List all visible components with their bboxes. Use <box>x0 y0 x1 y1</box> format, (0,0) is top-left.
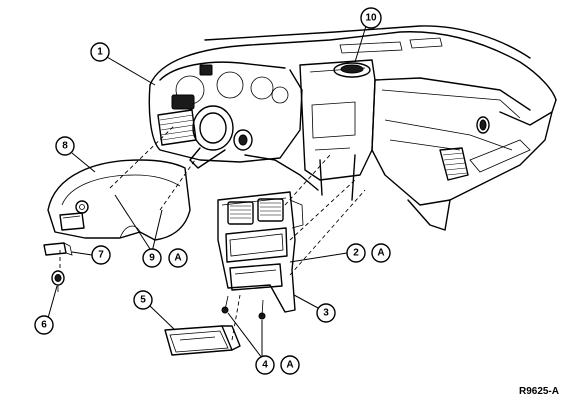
callout-10: 10 <box>360 7 382 29</box>
callout-4-ref-a: A <box>280 355 300 375</box>
svg-text:7: 7 <box>98 250 104 261</box>
svg-text:6: 6 <box>41 320 47 331</box>
center-finish-panel <box>217 191 304 320</box>
svg-text:1: 1 <box>97 47 103 58</box>
svg-text:8: 8 <box>62 141 68 152</box>
callout-6: 6 <box>34 315 54 335</box>
callout-2: 2 <box>346 243 366 263</box>
callout-2-ref-a: A <box>371 243 391 263</box>
svg-text:2: 2 <box>353 248 359 259</box>
ashtray-assembly <box>164 325 241 356</box>
svg-text:9: 9 <box>149 253 155 264</box>
instrument-panel <box>148 25 557 231</box>
callout-3: 3 <box>316 303 336 323</box>
svg-text:A: A <box>286 360 293 371</box>
switch-knob <box>51 270 65 292</box>
assembly-guide-lines <box>59 124 366 341</box>
figure-id-label: R9625-A <box>518 386 559 397</box>
headlamp-switch <box>43 242 73 256</box>
callout-8: 8 <box>55 136 75 156</box>
callout-7: 7 <box>91 245 111 265</box>
svg-text:3: 3 <box>323 308 329 319</box>
callout-9-ref-a: A <box>168 248 188 268</box>
callout-5: 5 <box>133 290 153 310</box>
leader-lines <box>47 25 367 359</box>
svg-text:A: A <box>377 248 384 259</box>
callout-9: 9 <box>142 248 162 268</box>
callout-1: 1 <box>90 42 110 62</box>
callout-4: 4 <box>255 355 275 375</box>
svg-text:A: A <box>174 253 181 264</box>
svg-text:10: 10 <box>365 13 377 24</box>
cluster-finish-panel <box>47 159 191 241</box>
svg-text:4: 4 <box>262 360 268 371</box>
svg-text:5: 5 <box>140 295 146 306</box>
